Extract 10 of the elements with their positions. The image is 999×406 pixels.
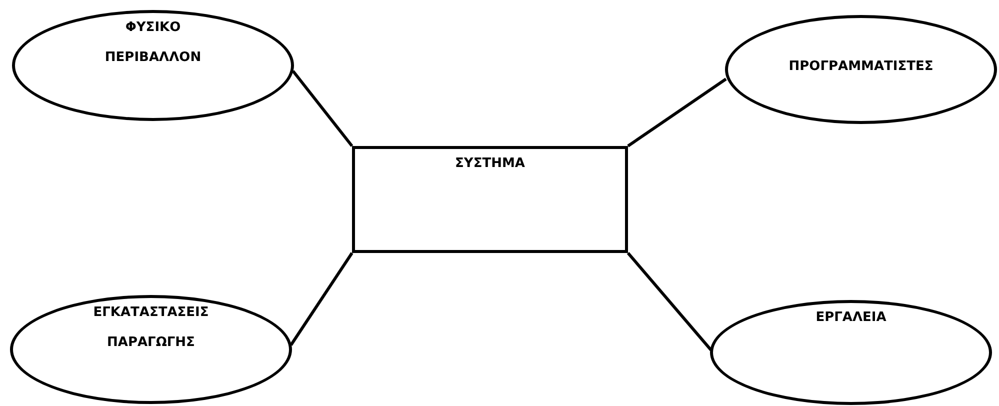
node-label: ΕΡΓΑΛΕΙΑ xyxy=(816,309,886,327)
node-label: ΣΥΣΤΗΜΑ xyxy=(455,155,525,173)
connector-line xyxy=(627,78,727,148)
connector-line xyxy=(290,252,354,346)
connector-line xyxy=(626,252,712,351)
node-label: ΦΥΣΙΚΟ ΠΕΡΙΒΑΛΛΟΝ xyxy=(104,19,202,67)
node-label: ΠΡΟΓΡΑΜΜΑΤΙΣΤΕΣ xyxy=(788,58,934,76)
node-label: ΕΓΚΑΤΑΣΤΑΣΕΙΣ ΠΑΡΑΓΩΓΗΣ xyxy=(92,304,210,352)
process-box xyxy=(352,146,628,253)
connector-line xyxy=(292,70,354,147)
